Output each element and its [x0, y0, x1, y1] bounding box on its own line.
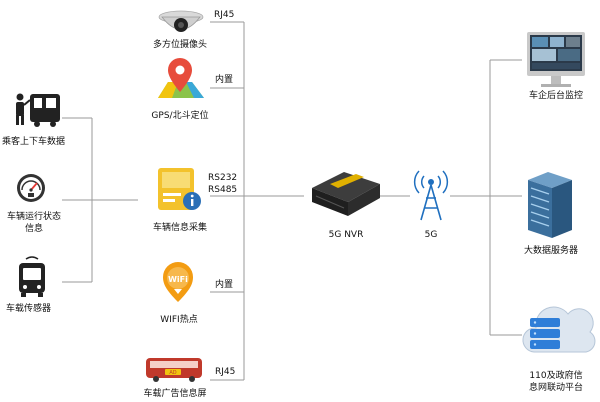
- conn-ad-screen: RJ45: [215, 367, 236, 377]
- conn-gps: 内置: [215, 75, 234, 85]
- svg-text:AD: AD: [169, 370, 176, 376]
- antenna-tower-icon: [413, 170, 449, 221]
- desktop-monitor-icon: [527, 32, 585, 87]
- conn-wifi: 内置: [215, 280, 234, 290]
- wifi-pin-icon: WiFi: [163, 262, 193, 302]
- label-nvr: 5G NVR: [328, 230, 364, 240]
- label-wifi: WIFI热点: [160, 315, 198, 325]
- fuel-gauge-icon: [17, 174, 45, 202]
- label-bigdata: 大数据服务器: [523, 246, 579, 256]
- label-passengers: 乘客上下车数据: [2, 137, 66, 147]
- label-vehicle-status-line2: 信息: [24, 224, 44, 234]
- label-ad-screen: 车载广告信息屏: [143, 389, 207, 399]
- conn-info-2: RS485: [208, 185, 238, 195]
- cloud-server-icon: [522, 306, 596, 353]
- bus-icon: [16, 93, 60, 127]
- map-pin-icon: [158, 58, 204, 98]
- label-camera: 多方位摄像头: [152, 40, 208, 50]
- label-platform-line2: 息网联动平台: [528, 383, 584, 393]
- conn-camera: RJ45: [214, 10, 235, 20]
- bus-front-icon: [19, 256, 45, 297]
- nvr-device-icon: [312, 172, 380, 216]
- conn-info-1: RS232: [208, 173, 238, 183]
- label-gps: GPS/北斗定位: [151, 111, 209, 121]
- dome-camera-icon: [158, 10, 204, 32]
- connector-lines: [62, 21, 522, 381]
- ad-bus-icon: AD: [146, 358, 202, 382]
- label-5g: 5G: [424, 230, 438, 240]
- label-sensor: 车载传感器: [6, 304, 52, 314]
- info-terminal-icon: [158, 168, 201, 210]
- label-vehicle-status-line1: 车辆运行状态: [6, 212, 62, 222]
- server-rack-icon: [528, 172, 572, 238]
- svg-text:WiFi: WiFi: [168, 275, 188, 284]
- label-info: 车辆信息采集: [152, 223, 208, 233]
- label-platform-line1: 110及政府信: [529, 371, 583, 381]
- label-monitor: 车企后台监控: [528, 91, 584, 101]
